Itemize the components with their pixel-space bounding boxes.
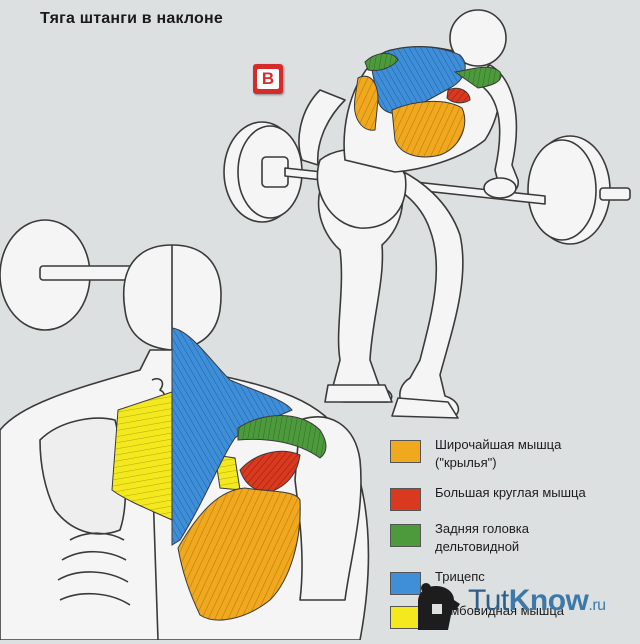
- variant-badge-letter: B: [257, 69, 279, 89]
- legend-swatch: [390, 488, 421, 511]
- legend-label: Задняя головка дельтовидной: [435, 521, 530, 554]
- legend-item-teres-major: Большая круглая мышца: [390, 484, 640, 526]
- legend-label: Ромбовидная мышца: [435, 603, 564, 618]
- right-plate-inner: [527, 139, 597, 241]
- trapezius-blue: [171, 327, 293, 546]
- legend-label: Большая круглая мышца: [435, 485, 586, 500]
- legend-item-rhomboid: Ромбовидная мышца: [390, 602, 640, 644]
- bar-end: [599, 187, 631, 201]
- left-plate-hub: [261, 156, 289, 188]
- teres-major-red: [239, 450, 301, 493]
- bent-over-figure: [223, 9, 631, 419]
- right-upper-arm: [294, 416, 362, 601]
- variant-badge: B: [253, 64, 283, 94]
- top-rear-delt-left: [364, 53, 399, 71]
- top-teres-major: [446, 87, 471, 104]
- left-ribs: [57, 532, 131, 606]
- page-title: Тяга штанги в наклоне: [40, 10, 223, 27]
- legend-item-rear-delt: Задняя головка дельтовидной: [390, 520, 640, 562]
- bottom-muscles: [111, 327, 327, 621]
- legend-item-triceps: Трицепс: [390, 568, 640, 610]
- legend-item-latissimus: Широчайшая мышца ("крылья"): [390, 436, 640, 478]
- bear-logo-icon: [418, 583, 460, 630]
- top-latissimus-left: [353, 75, 379, 131]
- left-arm: [298, 89, 346, 166]
- right-hand: [483, 177, 517, 199]
- left-boot: [324, 384, 393, 403]
- right-boot: [391, 397, 459, 419]
- top-rear-delt-right: [453, 66, 502, 89]
- legend-label: Широчайшая мышца ("крылья"): [435, 437, 562, 470]
- legend-swatch: [390, 572, 421, 595]
- brand-text: TutKnow.ru: [468, 584, 606, 617]
- latissimus-orange: [177, 487, 301, 621]
- legend-label: Трицепс: [435, 569, 485, 584]
- legend-swatch: [390, 524, 421, 547]
- top-muscles: [353, 46, 502, 158]
- legend-swatch: [390, 440, 421, 463]
- site-watermark: TutKnow.ru: [412, 576, 640, 638]
- rear-delt-green: [237, 415, 327, 459]
- head: [449, 9, 507, 67]
- left-scapula: [39, 417, 127, 535]
- top-latissimus-right: [391, 100, 466, 158]
